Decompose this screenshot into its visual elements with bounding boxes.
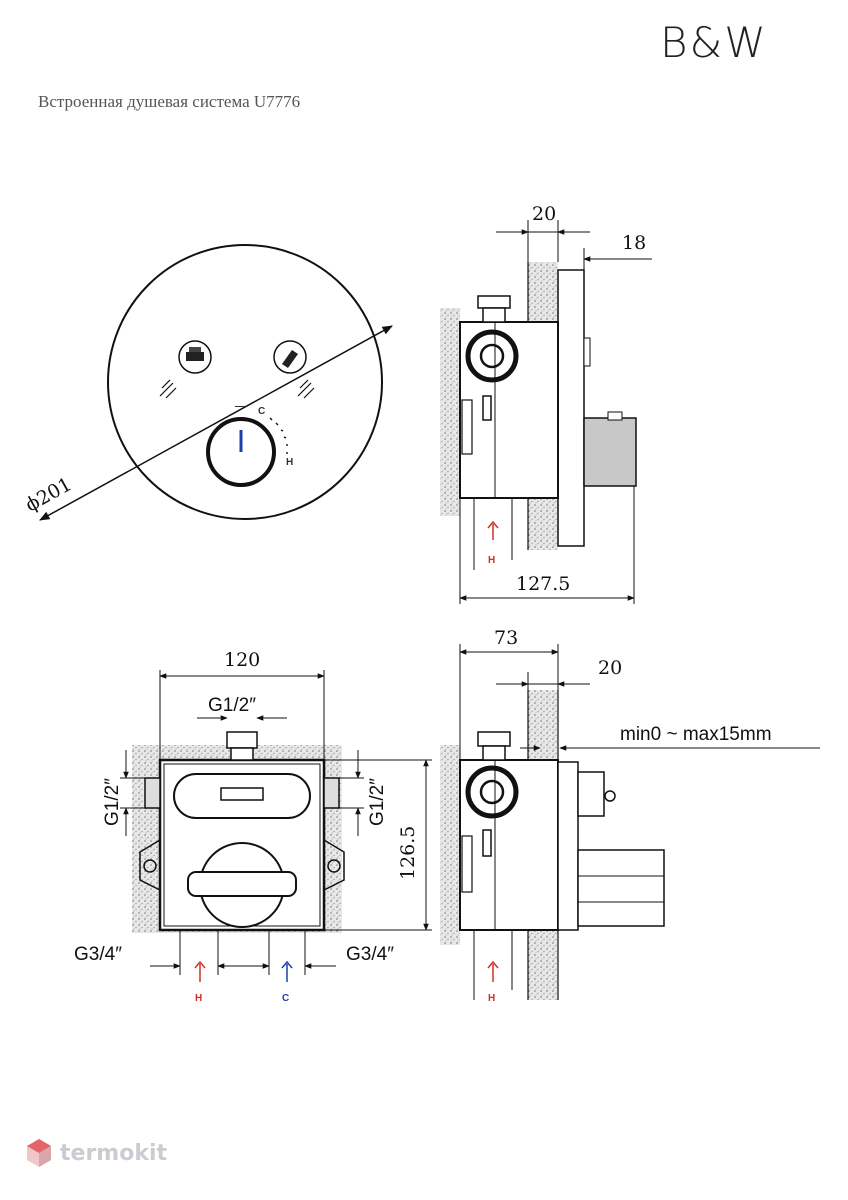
cold-arrow-icon	[281, 960, 293, 982]
front-view	[39, 244, 393, 521]
dim-box-right-thread: G1/2″	[367, 778, 388, 826]
dial-cold-label: C	[258, 406, 265, 417]
dim-box-width: 120	[224, 649, 260, 671]
hot-label: H	[488, 993, 495, 1004]
dim-box-bottom-left: G3/4″	[74, 944, 122, 965]
dim-side2-range: min0 ~ max15mm	[620, 724, 772, 745]
dial-hot-label: H	[286, 457, 293, 468]
cold-label: C	[282, 993, 289, 1004]
dim-side-depth: 127.5	[516, 573, 570, 595]
page-title: Встроенная душевая система U7776	[38, 92, 301, 111]
thermostat-knob	[206, 417, 276, 487]
dim-side-plate: 18	[622, 232, 646, 254]
side-view-top	[440, 220, 652, 604]
shower-head-icon	[273, 340, 307, 374]
dim-side-wall: 20	[532, 203, 556, 225]
termokit-logo-icon	[27, 1139, 51, 1167]
side-view-bottom	[440, 644, 820, 1000]
dim-side2-depth: 73	[494, 627, 518, 649]
watermark: termokit	[26, 1138, 167, 1168]
box-front-view	[120, 670, 432, 975]
hot-arrow-icon	[487, 520, 499, 540]
dim-box-bottom-right: G3/4″	[346, 944, 394, 965]
hot-arrow-icon	[487, 960, 499, 982]
bathtub-icon	[178, 340, 212, 374]
dim-side2-wall: 20	[598, 657, 622, 679]
hot-arrow-icon	[194, 960, 206, 982]
dim-box-height: 126.5	[397, 826, 419, 880]
dim-box-top-thread: G1/2″	[208, 695, 256, 716]
watermark-text: termokit	[60, 1140, 168, 1166]
dim-box-left-thread: G1/2″	[102, 778, 123, 826]
hot-label: H	[488, 555, 495, 566]
hot-label: H	[195, 993, 202, 1004]
dial-mark-top: —	[235, 401, 245, 412]
dim-diameter: ϕ201	[22, 473, 76, 516]
brand-logo: B&W	[660, 18, 768, 67]
